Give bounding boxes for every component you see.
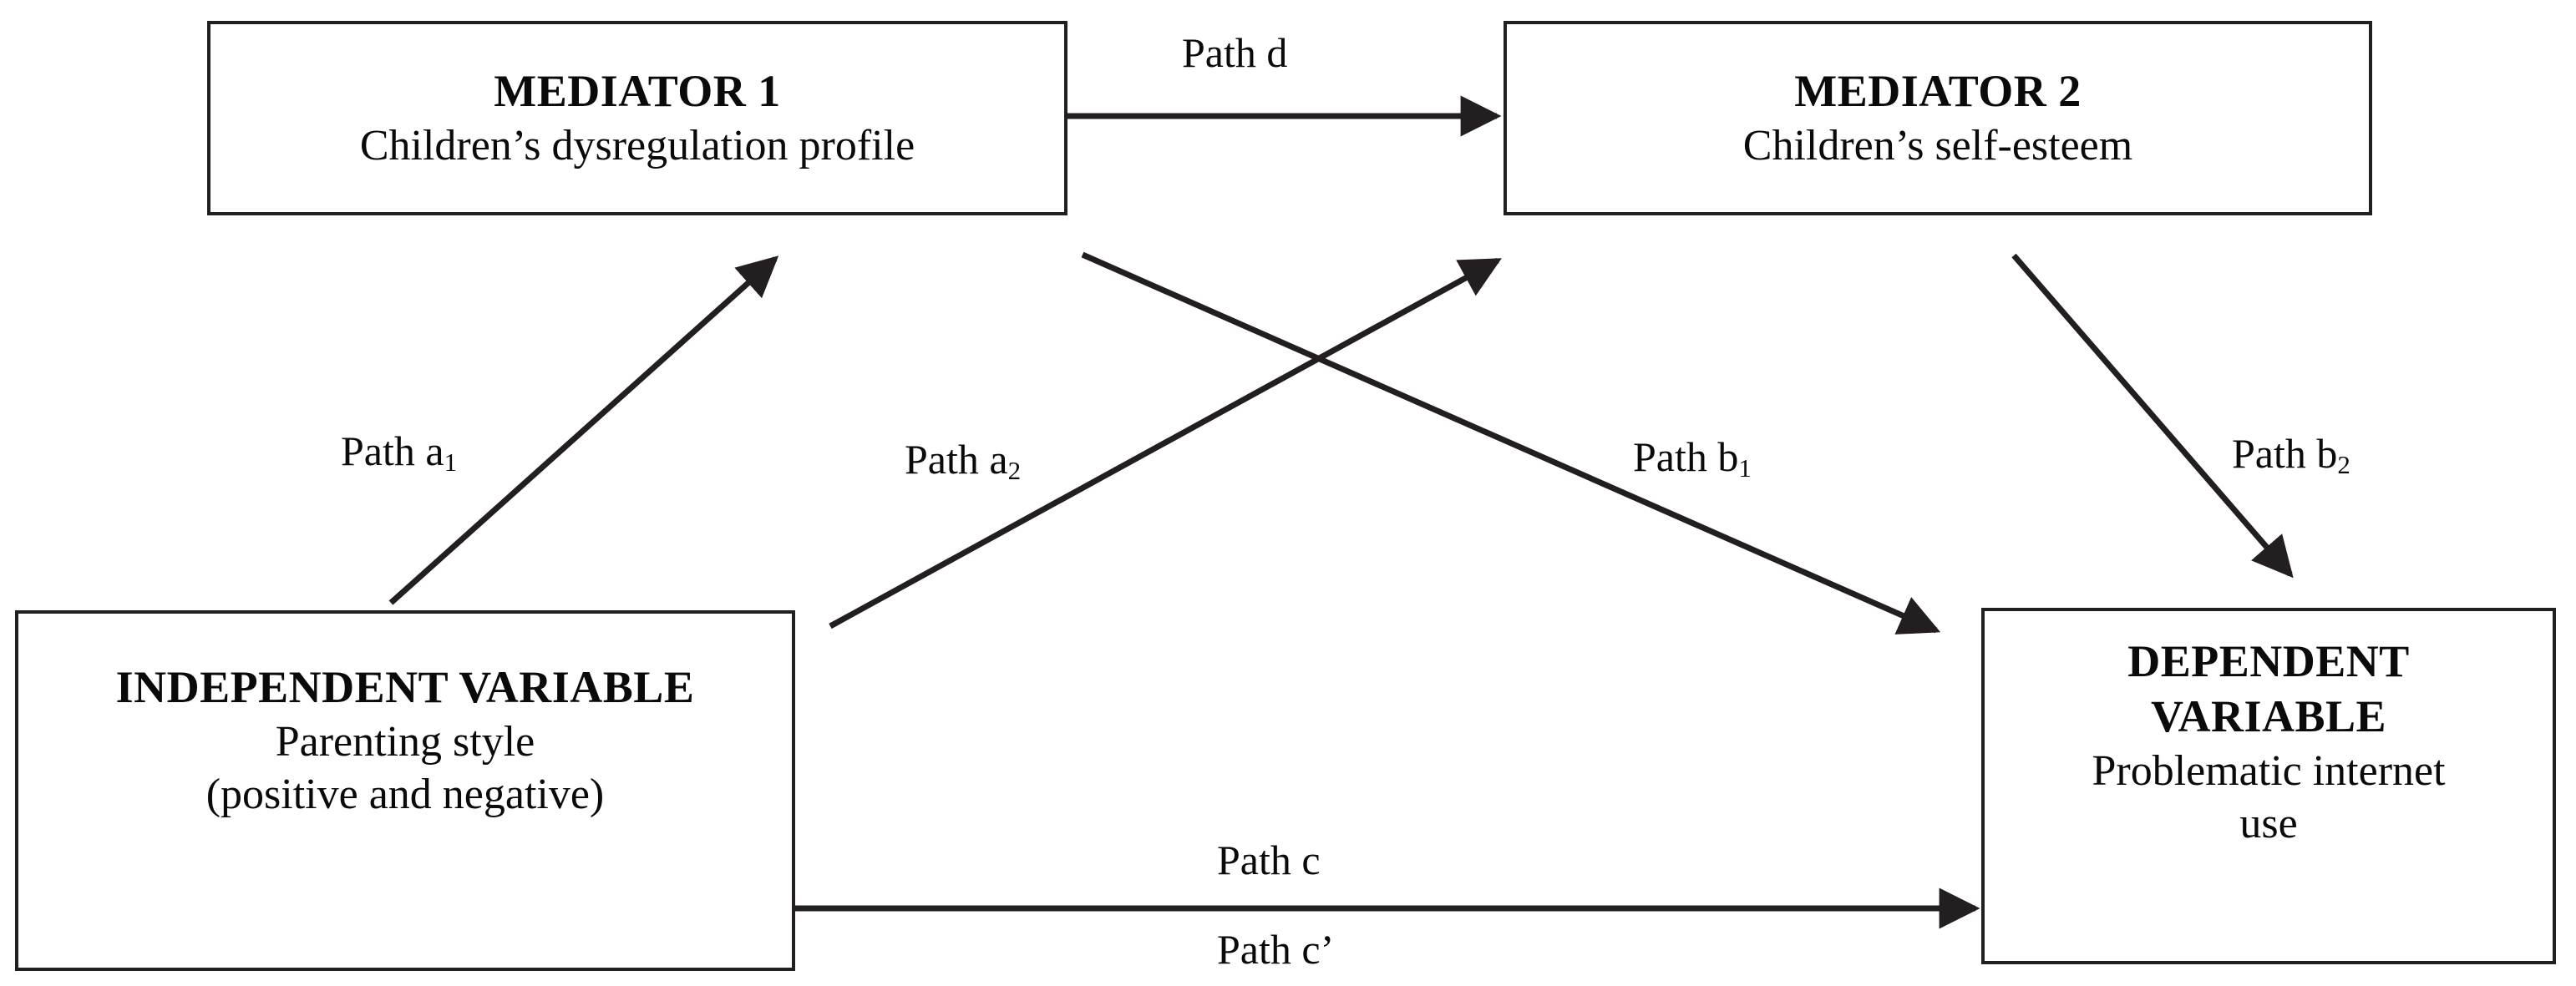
node-mediator-2[interactable]: MEDIATOR 2 Children’s self-esteem — [1504, 21, 2372, 215]
node-dependent-variable[interactable]: DEPENDENT VARIABLE Problematic internet … — [1981, 608, 2556, 964]
path-label-a2: Path a2 — [905, 436, 1021, 483]
path-label-b2: Path b2 — [2232, 430, 2350, 478]
arrow-path-a1 — [388, 255, 779, 605]
node-independent-variable[interactable]: INDEPENDENT VARIABLE Parenting style (po… — [15, 610, 795, 971]
path-label-c-prime-text: Path c’ — [1217, 926, 1335, 973]
path-label-a2-text: Path a — [905, 436, 1008, 483]
arrow-path-b1 — [1081, 251, 1941, 635]
path-label-b1: Path b1 — [1633, 433, 1752, 481]
path-label-a2-sub: 2 — [1007, 455, 1022, 485]
node-mediator-1-subtitle: Children’s dysregulation profile — [359, 121, 915, 169]
node-dependent-variable-subtitle: Problematic internet use — [2092, 746, 2446, 848]
path-label-a1: Path a1 — [341, 427, 457, 475]
path-label-d: Path d — [1182, 32, 1287, 73]
path-label-a1-sub: 1 — [444, 447, 458, 477]
node-mediator-1-title: MEDIATOR 1 — [494, 65, 781, 116]
node-dependent-variable-title: DEPENDENT VARIABLE — [2127, 636, 2410, 741]
path-label-c-prime: Path c’ — [1217, 928, 1334, 970]
path-label-b1-text: Path b — [1633, 433, 1739, 480]
path-label-b2-text: Path b — [2232, 430, 2338, 477]
path-label-d-text: Path d — [1182, 29, 1288, 76]
path-label-c-text: Path c — [1217, 837, 1321, 883]
path-label-a1-text: Path a — [341, 427, 444, 474]
node-independent-variable-subtitle: Parenting style (positive and negative) — [205, 717, 605, 819]
arrow-path-a2 — [829, 257, 1502, 630]
path-label-b1-sub: 1 — [1738, 453, 1752, 483]
node-mediator-2-subtitle: Children’s self-esteem — [1742, 121, 2133, 169]
node-mediator-1[interactable]: MEDIATOR 1 Children’s dysregulation prof… — [207, 21, 1067, 215]
path-label-c: Path c — [1217, 839, 1321, 881]
node-mediator-2-title: MEDIATOR 2 — [1794, 65, 2082, 116]
node-independent-variable-title: INDEPENDENT VARIABLE — [115, 662, 695, 712]
arrow-path-b2 — [2011, 253, 2294, 579]
path-label-b2-sub: 2 — [2337, 449, 2350, 479]
